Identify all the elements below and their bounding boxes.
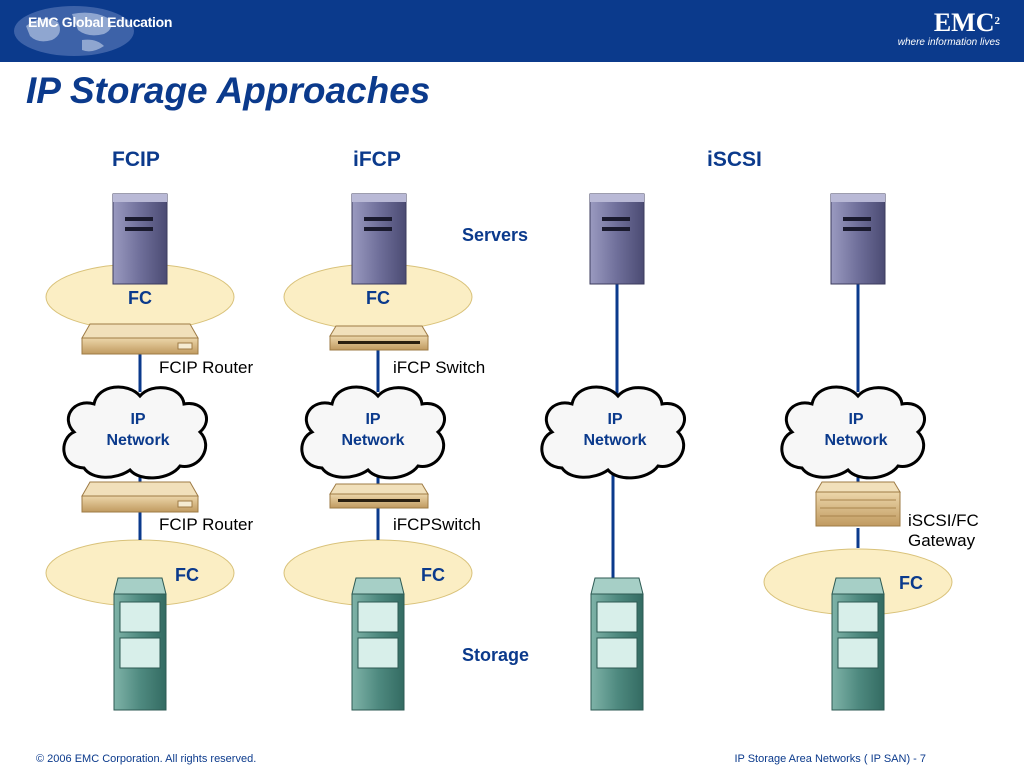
ip-network-cloud-iscsi-1 bbox=[540, 385, 686, 480]
connection-lines bbox=[138, 284, 860, 582]
footer-copyright: © 2006 EMC Corporation. All rights reser… bbox=[36, 753, 257, 765]
fc-label-ifcp-top: FC bbox=[366, 288, 390, 308]
fcip-router-bottom-label: FCIP Router bbox=[159, 515, 254, 534]
emc-tagline: where information lives bbox=[897, 37, 1000, 48]
header-bar: EMC Global Education EMC2 where informat… bbox=[0, 0, 1024, 62]
server-fcip bbox=[112, 193, 168, 285]
storage-iscsi-1 bbox=[590, 577, 644, 711]
column-label-fcip: FCIP bbox=[112, 148, 160, 171]
fcip-router-top-device bbox=[81, 323, 199, 355]
iscsi-gateway-device bbox=[815, 481, 901, 527]
storage-ifcp bbox=[351, 577, 405, 711]
storage-label: Storage bbox=[462, 645, 530, 665]
emc-logo: EMC2 where information lives bbox=[897, 8, 1000, 49]
column-label-ifcp: iFCP bbox=[353, 148, 401, 171]
storage-fcip bbox=[113, 577, 167, 711]
globe-icon bbox=[14, 6, 134, 56]
fc-label-fcip-top: FC bbox=[128, 288, 152, 308]
emc-wordmark: EMC2 bbox=[933, 8, 1000, 37]
storage-iscsi-2 bbox=[831, 577, 885, 711]
ip-network-cloud-iscsi-2 bbox=[780, 385, 926, 480]
left-logo-text: EMC Global Education bbox=[28, 14, 173, 30]
fcip-router-top-label: FCIP Router bbox=[159, 358, 254, 377]
ip-network-cloud-fcip bbox=[62, 385, 208, 480]
ifcp-switch-top-device bbox=[329, 325, 429, 351]
fcip-router-bottom-device bbox=[81, 481, 199, 513]
iscsi-gateway-label: iSCSI/FC Gateway bbox=[908, 511, 979, 551]
server-iscsi-1 bbox=[589, 193, 645, 285]
server-ifcp bbox=[351, 193, 407, 285]
ifcp-switch-bottom-label: iFCPSwitch bbox=[393, 515, 481, 534]
ifcp-switch-bottom-device bbox=[329, 483, 429, 509]
fc-label-ifcp-bottom: FC bbox=[421, 565, 445, 585]
iscsi-gateway-label-line2: Gateway bbox=[908, 531, 976, 550]
page-title: IP Storage Approaches bbox=[26, 70, 431, 111]
server-iscsi-2 bbox=[830, 193, 886, 285]
fc-label-fcip-bottom: FC bbox=[175, 565, 199, 585]
servers-label: Servers bbox=[462, 225, 529, 245]
ifcp-switch-top-label: iFCP Switch bbox=[393, 358, 486, 377]
ip-network-cloud-ifcp bbox=[300, 385, 446, 480]
fc-label-iscsi-bottom: FC bbox=[899, 573, 923, 593]
column-label-iscsi: iSCSI bbox=[707, 148, 762, 171]
iscsi-gateway-label-line1: iSCSI/FC bbox=[908, 511, 979, 530]
footer-course: IP Storage Area Networks ( IP SAN) - 7 bbox=[734, 753, 926, 765]
